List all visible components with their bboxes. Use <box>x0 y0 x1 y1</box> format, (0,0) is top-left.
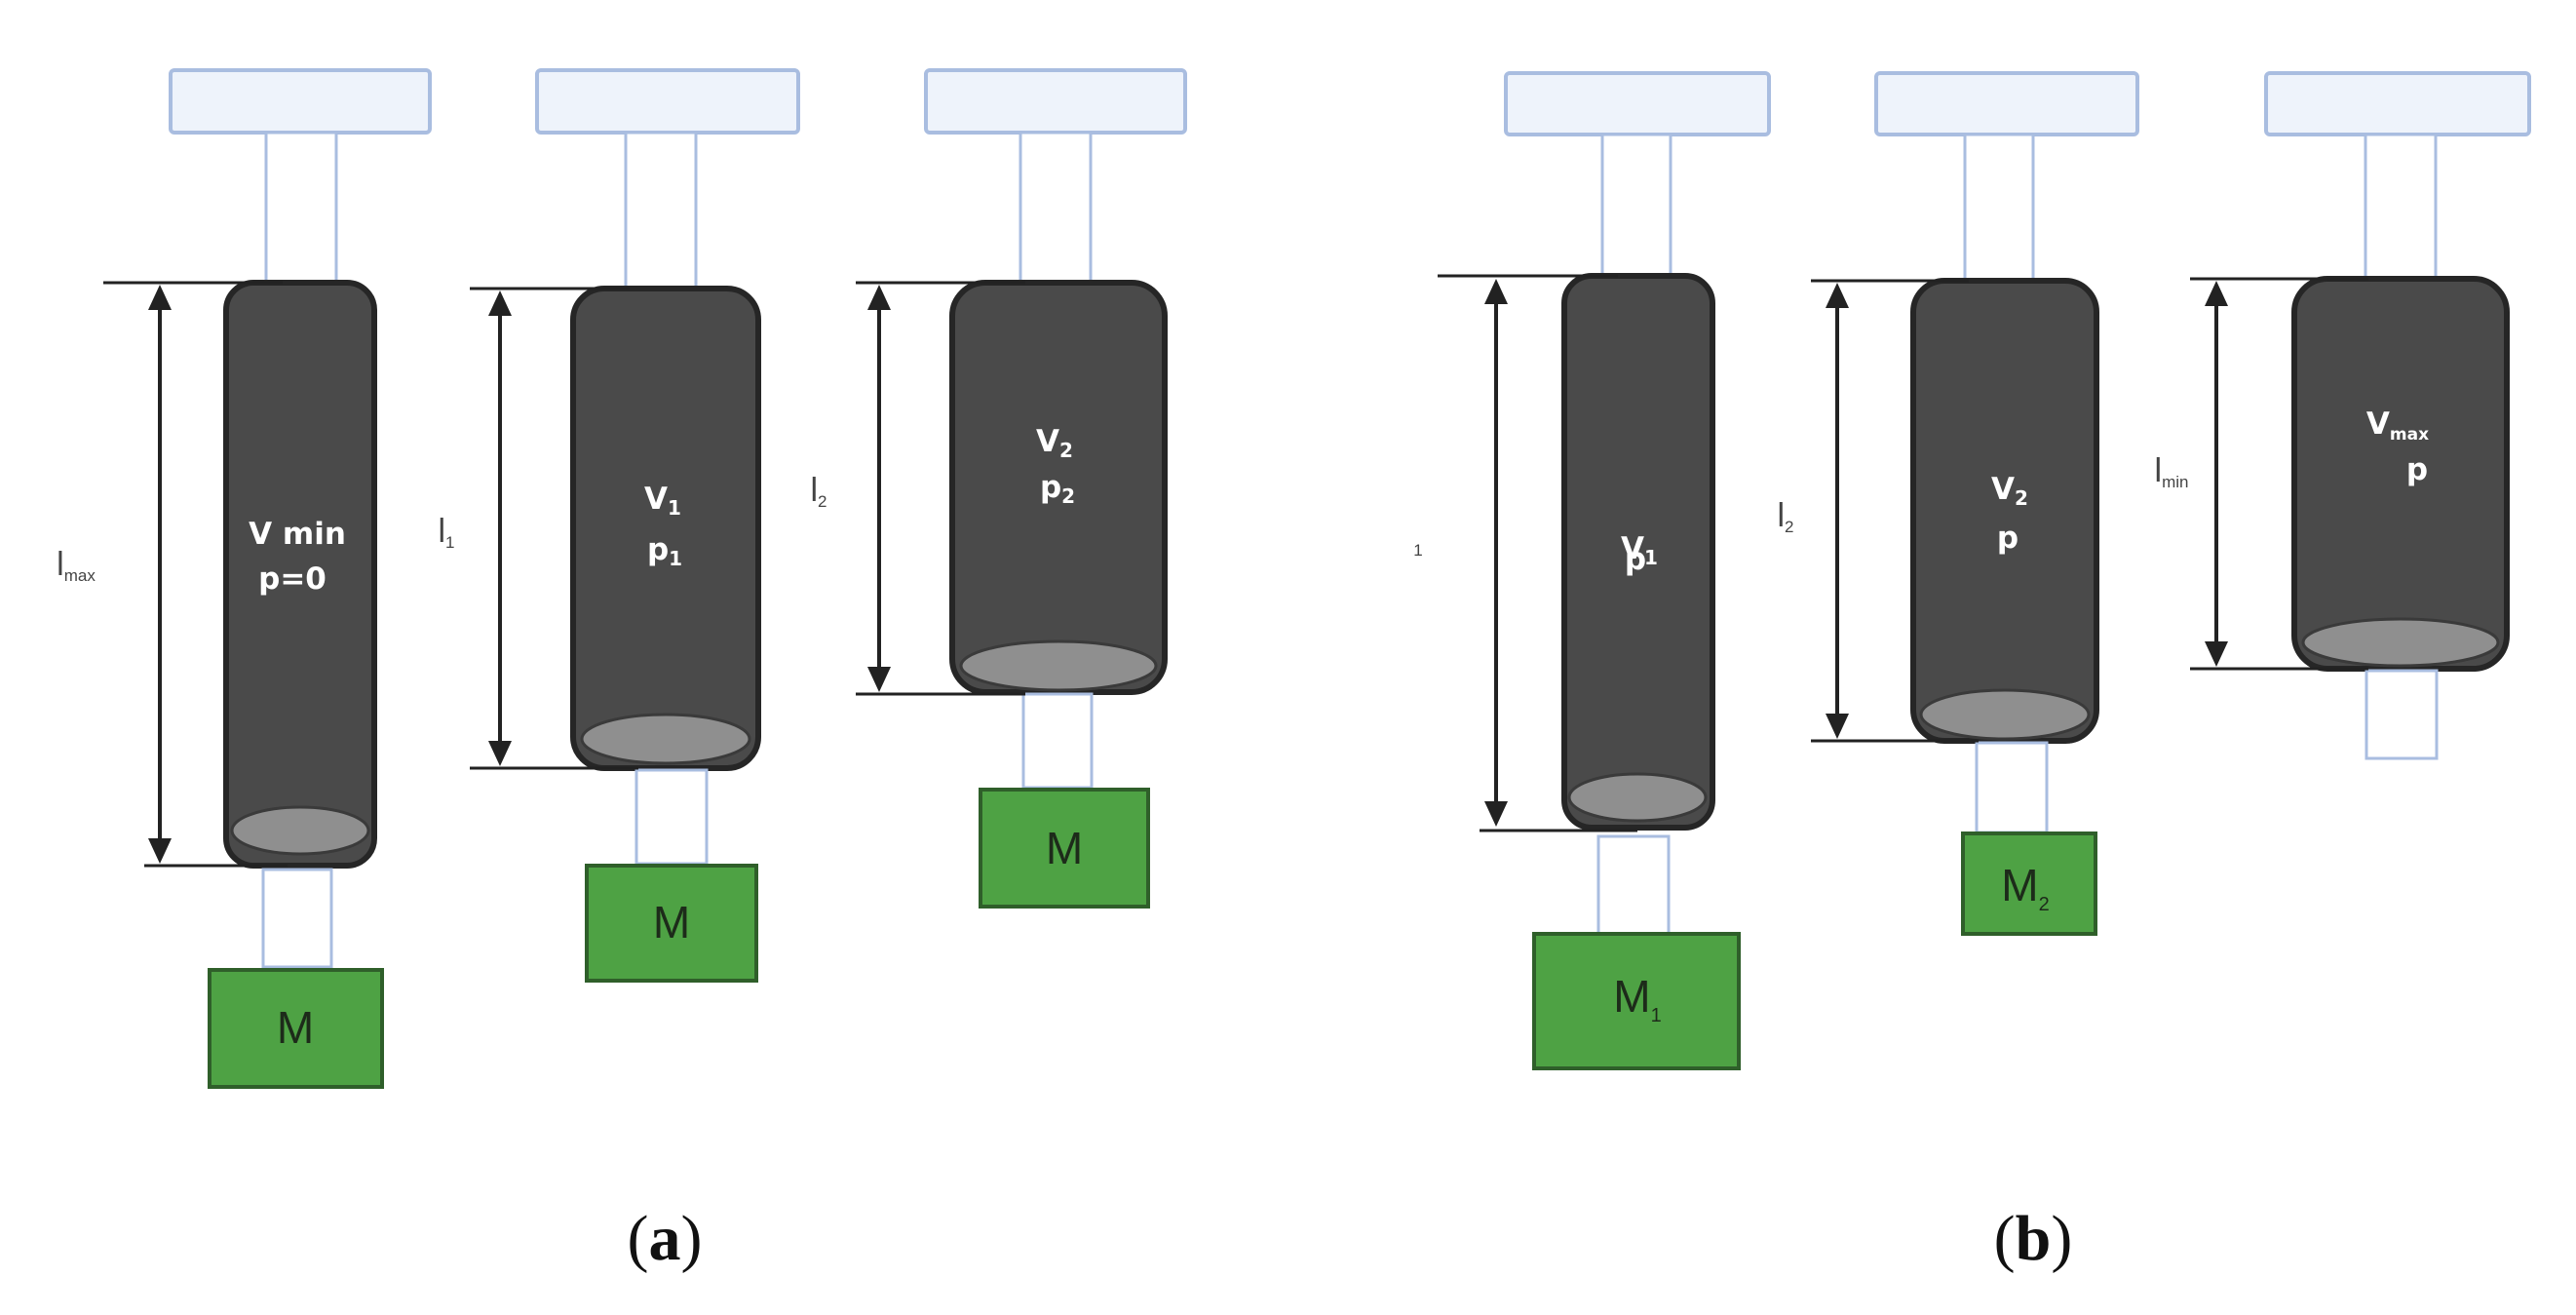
hanger-bar <box>1504 71 1771 136</box>
cylinder-pressure-label: p <box>1625 542 1646 577</box>
cylinder-volume-label: Vmax <box>2366 406 2429 445</box>
cylinder-body <box>1910 278 2099 744</box>
piston-rod-bottom <box>261 868 333 969</box>
panel-b: M1 V1 p 1 M2 V2 p l2 <box>1413 71 2531 1274</box>
arrowhead-up <box>1826 283 1849 308</box>
cylinder-bottom <box>230 805 370 856</box>
cylinder-pressure-label: p1 <box>647 532 682 570</box>
mass-label: M1 <box>1613 971 1661 1026</box>
hanger-bar <box>169 68 432 135</box>
cylinder-body <box>570 286 761 771</box>
mass-block <box>208 968 384 1089</box>
cylinder-assembly-b3: Vmax p lmin <box>2155 71 2531 760</box>
cylinder-volume-label: V1 <box>644 482 681 520</box>
cylinder-bottom <box>2301 617 2500 668</box>
arrowhead-down <box>2205 641 2228 667</box>
panel-label-a: (a) <box>628 1203 703 1274</box>
mass-block <box>1532 932 1741 1070</box>
cylinder-body <box>2291 276 2510 672</box>
cylinder-body <box>223 280 377 869</box>
length-label: 1 <box>1413 541 1422 560</box>
arrowhead-up <box>148 285 172 310</box>
cylinder-assembly-a3: M V2 p2 l2 <box>810 68 1187 909</box>
cylinder-pressure-label: p <box>1997 521 2019 556</box>
arrowhead-up <box>867 285 891 310</box>
arrowhead-down <box>488 741 512 766</box>
mass-block <box>979 788 1150 909</box>
mass-label: M2 <box>2001 860 2049 915</box>
mass-label: M <box>653 897 690 948</box>
hanger-bar <box>924 68 1187 135</box>
cylinder-body <box>1561 273 1715 831</box>
cylinder-pressure-label: p2 <box>1040 470 1075 508</box>
arrowhead-down <box>1484 801 1508 827</box>
piston-rod-bottom <box>634 768 709 866</box>
length-label: lmax <box>57 546 96 585</box>
hanger-bar <box>1874 71 2139 136</box>
piston-rod-bottom <box>2365 669 2439 760</box>
arrowhead-down <box>1826 714 1849 739</box>
cylinder-volume-label: V2 <box>1036 424 1073 462</box>
cylinder-volume-label: V2 <box>1991 472 2028 510</box>
piston-rod-top <box>1600 133 1672 278</box>
cylinder-bottom <box>580 713 751 765</box>
arrowhead-up <box>2205 281 2228 306</box>
panel-label-b: (b) <box>1994 1203 2073 1274</box>
cylinder-volume-label: V1 <box>1621 531 1658 569</box>
hanger-bar <box>535 68 800 135</box>
length-label: lmin <box>2155 452 2189 491</box>
piston-rod-bottom <box>1021 692 1094 790</box>
cylinder-assembly-b1: M1 V1 p 1 <box>1413 71 1771 1070</box>
piston-rod-top <box>264 131 338 285</box>
piston-rod-top <box>2364 133 2438 281</box>
length-label: l2 <box>810 472 827 511</box>
mass-label: M <box>1046 823 1083 873</box>
cylinder-body <box>949 280 1168 695</box>
cylinder-assembly-a2: M V1 p1 l1 <box>438 68 800 983</box>
cylinder-assembly-b2: M2 V2 p l2 <box>1777 71 2139 936</box>
piston-rod-top <box>1963 133 2035 283</box>
arrowhead-down <box>867 667 891 692</box>
hanger-bar <box>2264 71 2531 136</box>
length-label: l2 <box>1777 497 1793 536</box>
mass-block <box>585 864 758 983</box>
arrowhead-up <box>488 290 512 316</box>
arrowhead-up <box>1484 279 1508 304</box>
cylinder-bottom <box>1919 688 2091 741</box>
cylinder-pressure-label: p <box>2406 452 2428 487</box>
arrowhead-down <box>148 838 172 864</box>
cylinder-assembly-a1: M V min p=0 lmax <box>57 68 432 1089</box>
piston-rod-bottom <box>1975 741 2049 834</box>
panel-a: M V min p=0 lmax M V1 p1 l1 <box>57 68 1187 1274</box>
cylinder-volume-label: V min <box>249 517 346 552</box>
piston-rod-bottom <box>1596 834 1671 936</box>
mass-label: M <box>277 1002 314 1053</box>
cylinder-bottom <box>959 639 1158 692</box>
piston-rod-top <box>1019 131 1093 285</box>
piston-rod-top <box>624 131 698 290</box>
cylinder-bottom <box>1567 772 1708 823</box>
cylinder-pressure-label: p=0 <box>258 561 327 597</box>
length-label: l1 <box>438 513 454 552</box>
mass-block <box>1961 832 2097 936</box>
